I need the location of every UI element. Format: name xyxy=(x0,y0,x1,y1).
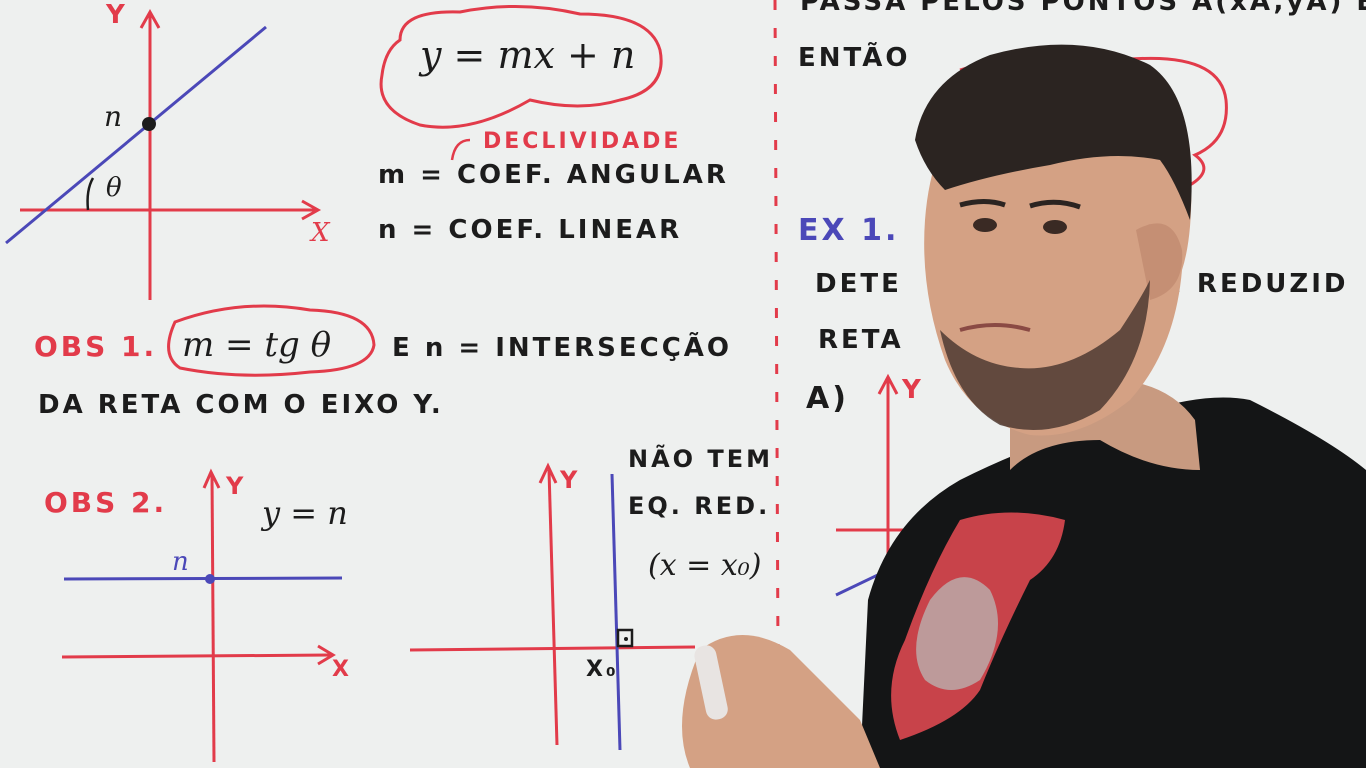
main-equation: y = mx + n xyxy=(418,33,635,77)
right-graph-y-label: Y xyxy=(901,375,924,405)
graph3-x0-label: X₀ xyxy=(586,657,619,682)
obs1-text: E n = INTERSECÇÃO xyxy=(392,331,732,363)
obs1-label: OBS 1. xyxy=(34,330,157,363)
intercept-point xyxy=(142,117,156,131)
angle-arc xyxy=(86,177,95,211)
graph2-y-label: Y xyxy=(225,472,246,500)
example-item-a: A) xyxy=(806,381,849,416)
graph2-n-label: n xyxy=(172,547,189,577)
right-then-text: ENTÃO xyxy=(798,41,910,73)
m-definition: m = COEF. ANGULAR xyxy=(378,160,729,190)
obs1-formula: m = tg θ xyxy=(182,325,331,365)
graph3-y-label: Y xyxy=(559,466,580,494)
obs2-equation: y = n xyxy=(260,494,348,532)
vertical-note-1: NÃO TEM xyxy=(628,444,773,473)
graph1-n-label: n xyxy=(104,100,122,133)
obs1-text-line2: DA RETA COM O EIXO Y. xyxy=(38,390,444,420)
n-definition: n = COEF. LINEAR xyxy=(378,215,682,245)
arrow-icon xyxy=(450,138,471,161)
graph1-y-label: Y xyxy=(105,0,128,30)
slope-note: DECLIVIDADE xyxy=(483,129,681,154)
graph-slope-intercept: Y X n θ xyxy=(5,0,331,300)
graph2-x-label: X xyxy=(332,657,352,682)
graph1-x-label: X xyxy=(309,218,331,248)
vertical-note-3: (x = x₀) xyxy=(648,548,761,583)
obs1-formula-highlight xyxy=(167,304,376,377)
presenter xyxy=(682,44,1366,768)
graph-horizontal-line: Y X n xyxy=(61,468,352,763)
graph-vertical-line: Y X₀ xyxy=(409,462,696,751)
example-text-1b: . REDUZID xyxy=(1172,269,1349,299)
equation-box: y = mx + n xyxy=(379,5,663,129)
example-label: EX 1. xyxy=(798,213,899,248)
graph1-theta-label: θ xyxy=(106,173,122,203)
right-top-text: PASSA PELOS PONTOS A(xA,yA) E xyxy=(800,0,1366,17)
example-text-2: RETA xyxy=(818,325,904,355)
example-text-1a: DETE xyxy=(815,269,902,299)
obs2-label: OBS 2. xyxy=(44,486,167,519)
vertical-note-2: EQ. RED. xyxy=(628,492,770,520)
